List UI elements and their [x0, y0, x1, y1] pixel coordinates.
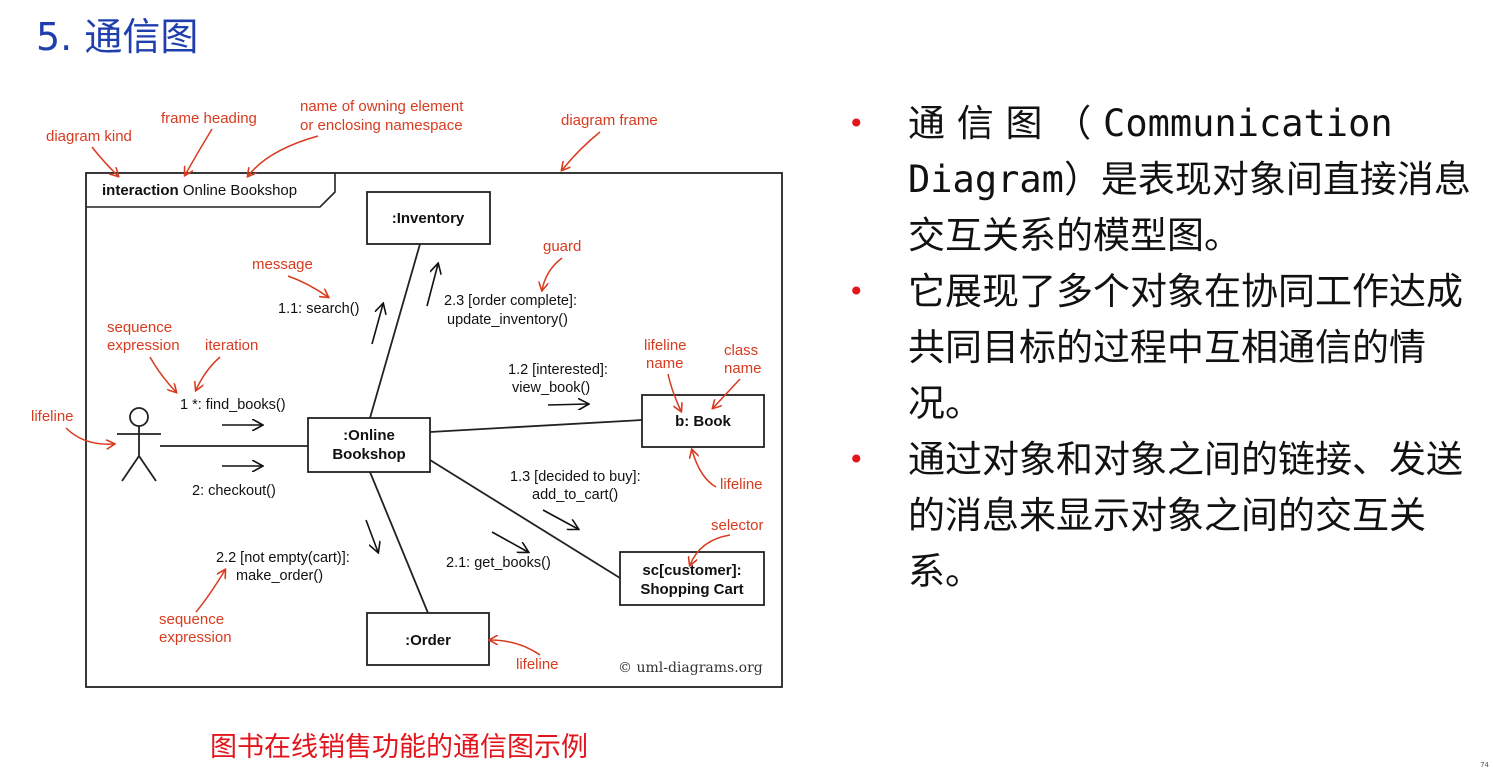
message-arrow-add-to-cart [542, 509, 578, 529]
link-bookshop-cart [429, 459, 621, 579]
message-update-line2: update_inventory() [447, 312, 568, 328]
svg-text:Shopping Cart: Shopping Cart [640, 581, 743, 598]
annotation-message: message [252, 256, 313, 273]
message-arrow-search [371, 304, 383, 345]
book-box: b: Book [641, 394, 765, 448]
annotation-selector: selector [711, 517, 764, 534]
bullet-dot-icon: • [848, 107, 865, 140]
annotation-class-name-line1: class [724, 342, 758, 359]
annotation-diagram-frame: diagram frame [561, 112, 658, 129]
diagram-frame [85, 172, 783, 688]
annotation-lifeline-name-line2: name [646, 355, 684, 372]
annotation-class-name-line2: name [724, 360, 762, 377]
annotation-guard: guard [543, 238, 581, 255]
credit-text: © uml-diagrams.org [618, 660, 763, 676]
frame-heading-text: interaction Online Bookshop [102, 182, 297, 199]
message-find-books: 1 *: find_books() [180, 397, 286, 413]
annotation-lifeline-book: lifeline [720, 476, 763, 493]
svg-text::Inventory: :Inventory [392, 210, 465, 227]
svg-text:b: Book: b: Book [675, 413, 731, 430]
message-add-line2: add_to_cart() [532, 487, 618, 503]
bullet-text: 它展现了多个对象在协同工作达成共同目标的过程中互相通信的情况。 [908, 270, 1463, 425]
annotation-lifeline-name-line1: lifeline [644, 337, 687, 354]
link-bookshop-book [429, 419, 643, 433]
message-add-line1: 1.3 [decided to buy]: [510, 469, 641, 485]
message-get-books: 2.1: get_books() [446, 555, 551, 571]
message-view-line2: view_book() [512, 380, 590, 396]
communication-diagram: interaction Online Bookshop :Inventory :… [31, 98, 783, 688]
annotation-lifeline-actor: lifeline [31, 408, 74, 425]
svg-text::Online: :Online [343, 427, 395, 444]
message-make-line2: make_order() [236, 568, 323, 584]
slide-number: 74 [1480, 761, 1489, 769]
annotation-owning-line1: name of owning element [300, 98, 464, 115]
actor-icon [117, 407, 161, 482]
message-arrow-update-inventory [426, 264, 438, 307]
bullet-item: • 通 信 图 （ Communication Diagram）是表现对象间直接… [848, 96, 1488, 264]
bullet-dot-icon: • [848, 275, 865, 308]
message-checkout: 2: checkout() [192, 483, 276, 499]
online-bookshop-box: :Online Bookshop [307, 417, 431, 473]
bullet-text: 通过对象和对象之间的链接、发送的消息来显示对象之间的交互关系。 [908, 438, 1463, 593]
bullet-item: • 通过对象和对象之间的链接、发送的消息来显示对象之间的交互关系。 [848, 432, 1488, 600]
annotation-owning-line2: or enclosing namespace [300, 117, 463, 134]
bullet-english-term: Communication Diagram [908, 102, 1393, 201]
annotation-diagram-kind: diagram kind [46, 128, 132, 145]
message-arrow-make-order [365, 519, 378, 552]
inventory-box: :Inventory [366, 191, 491, 245]
bullet-item: • 它展现了多个对象在协同工作达成共同目标的过程中互相通信的情况。 [848, 264, 1488, 432]
message-make-line1: 2.2 [not empty(cart)]: [216, 550, 350, 566]
annotation-sequence2-line2: expression [159, 629, 232, 646]
slide-title: 5. 通信图 [36, 15, 199, 59]
message-arrow-view-book [547, 404, 588, 405]
svg-text:sc[customer]:: sc[customer]: [642, 562, 741, 579]
annotation-sequence-line2: expression [107, 337, 180, 354]
message-update-line1: 2.3 [order complete]: [444, 293, 577, 309]
annotation-iteration: iteration [205, 337, 258, 354]
annotation-sequence2-line1: sequence [159, 611, 224, 628]
message-arrow-get-books [491, 531, 528, 552]
svg-text::Order: :Order [405, 632, 451, 649]
order-box: :Order [366, 612, 490, 666]
frame-heading-tab [86, 173, 336, 208]
annotation-frame-heading: frame heading [161, 110, 257, 127]
svg-text:Bookshop: Bookshop [332, 446, 405, 463]
annotation-sequence-line1: sequence [107, 319, 172, 336]
bullet-list: • 通 信 图 （ Communication Diagram）是表现对象间直接… [848, 96, 1488, 600]
figure-caption: 图书在线销售功能的通信图示例 [210, 732, 588, 763]
annotation-lifeline-order: lifeline [516, 656, 559, 673]
bullet-dot-icon: • [848, 443, 865, 476]
message-view-line1: 1.2 [interested]: [508, 362, 608, 378]
annotation-pointer-arrows [65, 128, 741, 656]
message-search: 1.1: search() [278, 301, 359, 317]
bullet-text-continued: ）是表现对象间直接消息交互关系的模型图。 [908, 158, 1471, 257]
link-bookshop-order [369, 471, 429, 614]
bullet-text: 通 信 图 （ [908, 102, 1104, 145]
link-bookshop-inventory [369, 243, 421, 419]
